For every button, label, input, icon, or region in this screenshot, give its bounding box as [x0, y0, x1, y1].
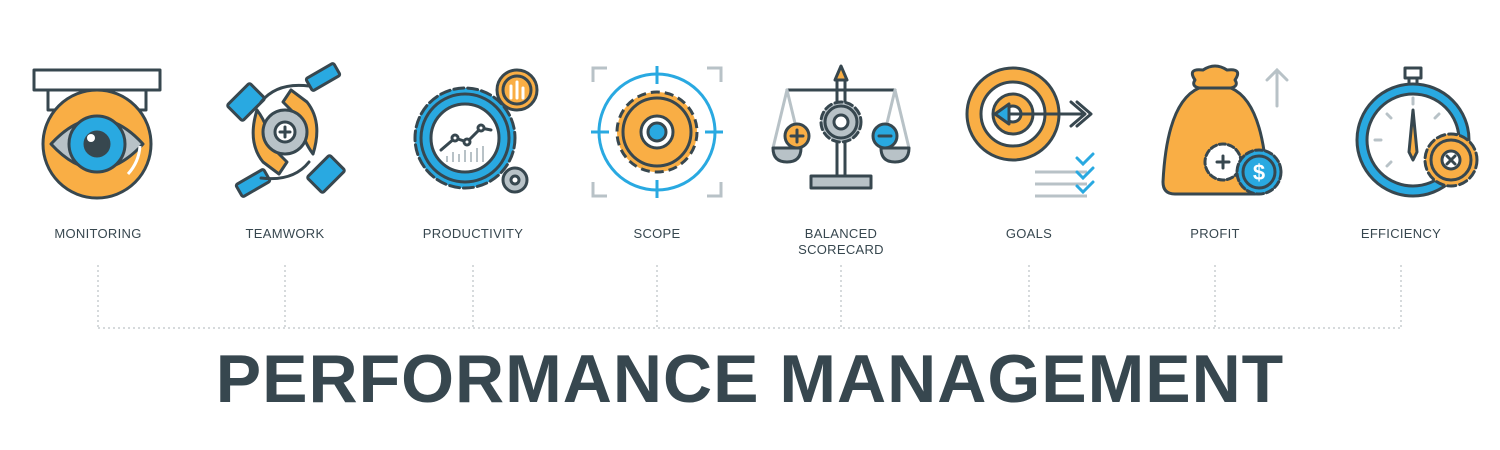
item-label: BALANCED SCORECARD — [798, 226, 884, 257]
item-teamwork: TEAMWORK — [195, 62, 375, 272]
page-title: PERFORMANCE MANAGEMENT — [215, 341, 1285, 417]
stopwatch-gear-icon — [1355, 66, 1479, 198]
item-label: EFFICIENCY — [1360, 226, 1442, 241]
money-bag-icon: $ — [1161, 64, 1289, 196]
item-balanced-scorecard: BALANCED SCORECARD — [751, 62, 931, 272]
target-gear-icon — [591, 66, 723, 198]
item-label: GOALS — [1005, 226, 1053, 241]
item-monitoring: MONITORING — [8, 62, 188, 272]
item-scope: SCOPE — [567, 62, 747, 272]
item-label: TEAMWORK — [245, 226, 325, 241]
item-label: PRODUCTIVITY — [422, 226, 524, 241]
item-efficiency: EFFICIENCY — [1311, 62, 1491, 272]
gear-chart-icon — [413, 68, 539, 194]
item-productivity: PRODUCTIVITY — [383, 62, 563, 272]
balance-scale-icon — [771, 64, 911, 190]
item-label: PROFIT — [1190, 226, 1240, 241]
item-goals: GOALS — [939, 62, 1119, 272]
item-label: MONITORING — [54, 226, 142, 241]
item-label: SCOPE — [633, 226, 681, 241]
eye-camera-icon — [32, 68, 162, 200]
item-profit: $ PROFIT — [1125, 62, 1305, 272]
target-arrow-icon — [965, 66, 1095, 198]
hands-gear-icon — [226, 62, 346, 198]
dollar-icon: $ — [1253, 160, 1265, 185]
